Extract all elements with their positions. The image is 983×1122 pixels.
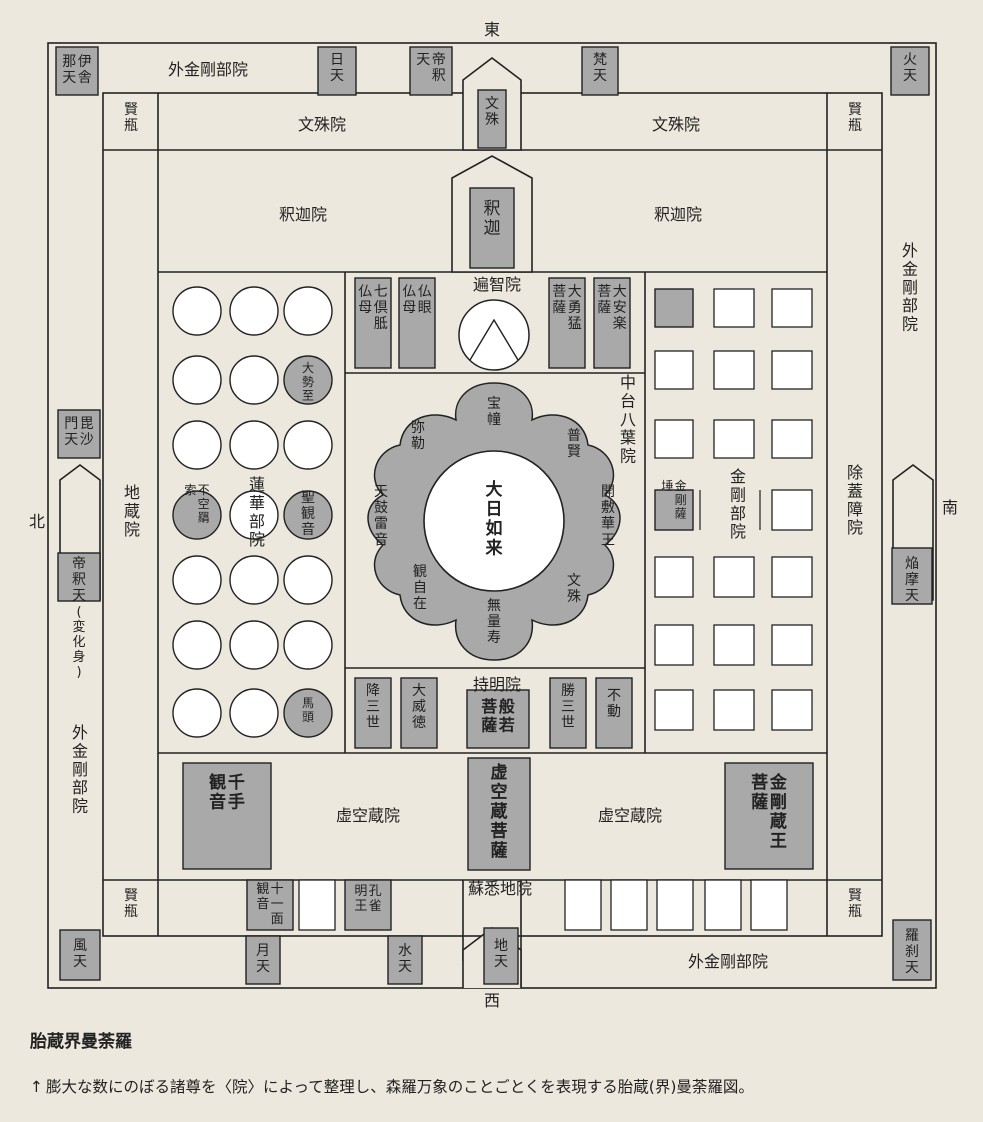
petal-muryoju: 無量寿 bbox=[487, 598, 501, 646]
deity-chiten: 地天 bbox=[494, 938, 508, 970]
deity-daiseishi: 大勢至 bbox=[302, 361, 314, 403]
deity-fudo: 不動 bbox=[607, 688, 621, 720]
deity-futen: 風天 bbox=[73, 938, 87, 970]
hall-outer-bottom: 外金剛部院 bbox=[688, 952, 768, 971]
deity-labels: 伊舎那天 日天 帝釈天 梵天 火天 文殊 釈迦 七倶胝仏母 仏眼仏母 大勇猛菩薩… bbox=[62, 52, 919, 976]
hall-kokuzo-left: 虚空蔵院 bbox=[336, 806, 400, 825]
hall-shaka-left: 釈迦院 bbox=[279, 205, 327, 224]
deity-butsugen: 仏眼仏母 bbox=[402, 284, 431, 316]
hall-jogaisho: 除蓋障院 bbox=[847, 463, 863, 537]
hall-outer-top: 外金剛部院 bbox=[168, 60, 248, 79]
deity-suiten: 水天 bbox=[398, 943, 412, 975]
hall-kokuzo-right: 虚空蔵院 bbox=[598, 806, 662, 825]
hall-renge: 蓮華部院 bbox=[249, 475, 265, 549]
hall-outer-left: 外金剛部院 bbox=[72, 723, 88, 816]
deity-juichimen: 十一面観音 bbox=[256, 882, 283, 927]
hall-jizo: 地蔵院 bbox=[124, 483, 140, 539]
deity-bonten: 梵天 bbox=[593, 52, 607, 84]
hall-outer-right: 外金剛部院 bbox=[902, 241, 918, 334]
deity-shaka: 釈迦 bbox=[484, 199, 501, 239]
deity-henge: (変化身) bbox=[72, 605, 85, 680]
deity-shozanze: 勝三世 bbox=[561, 683, 575, 731]
petal-fuken: 普賢 bbox=[567, 428, 581, 460]
petal-kanjizai: 観自在 bbox=[413, 563, 427, 612]
deity-hannya: 般若菩薩 bbox=[481, 697, 515, 734]
dir-north: 北 bbox=[29, 512, 45, 531]
vertical-labels: 外金剛部院 外金剛部院 地蔵院 除蓋障院 中台八葉院 蓮華部院 金剛部院 bbox=[72, 241, 918, 816]
deity-nichiten: 日天 bbox=[330, 52, 344, 84]
deity-kongozo: 金剛蔵王菩薩 bbox=[751, 772, 788, 852]
dir-west: 西 bbox=[484, 991, 500, 1010]
deity-shichikutei: 七倶胝仏母 bbox=[358, 284, 387, 332]
deity-nasen: 伊舎那天 bbox=[62, 54, 91, 86]
caption-title: 胎蔵界曼荼羅 bbox=[30, 1032, 132, 1052]
dir-south: 南 bbox=[942, 498, 958, 517]
deity-fukukenjaku: 不空羂索 bbox=[184, 483, 209, 525]
petal-kaifukeo: 開敷華王 bbox=[601, 484, 615, 548]
vase-ne: 賢瓶 bbox=[124, 102, 138, 134]
mandala-diagram: 東 西 北 南 外金剛部院 外金剛部院 文殊院 文殊院 釈迦院 釈迦院 虚空蔵院… bbox=[29, 20, 958, 1010]
petal-monju: 文殊 bbox=[567, 573, 581, 605]
deity-bishamon: 毘沙門天 bbox=[64, 416, 93, 448]
hall-henchi: 遍智院 bbox=[473, 275, 521, 294]
hall-chudai: 中台八葉院 bbox=[620, 373, 636, 466]
deity-katen: 火天 bbox=[903, 52, 917, 84]
deity-kongosatta: 金剛薩埵 bbox=[661, 478, 686, 521]
deity-daiyumo: 大勇猛菩薩 bbox=[552, 284, 581, 332]
petal-hodo: 宝幢 bbox=[487, 396, 501, 428]
hall-jimyo: 持明院 bbox=[473, 675, 521, 694]
vase-se: 賢瓶 bbox=[848, 102, 862, 134]
deity-daianraku: 大安楽菩薩 bbox=[597, 284, 626, 332]
deity-gatten: 月天 bbox=[256, 943, 270, 975]
caption-text: 膨大な数にのぼる諸尊を〈院〉によって整理し、森羅万象のことごとくを表現する胎蔵(… bbox=[46, 1078, 754, 1096]
deity-senju: 千手観音 bbox=[209, 772, 245, 813]
deity-taishaku-top: 帝釈天 bbox=[416, 52, 445, 84]
deity-shokannon: 聖観音 bbox=[301, 490, 315, 538]
deity-dainichi: 大日如来 bbox=[485, 479, 504, 559]
petal-miroku: 弥勒 bbox=[411, 419, 425, 452]
deity-taishaku-left: 帝釈天 bbox=[72, 556, 86, 604]
caption-description: ↑膨大な数にのぼる諸尊を〈院〉によって整理し、森羅万象のことごとくを表現する胎蔵… bbox=[30, 1075, 754, 1097]
deity-kujaku: 孔雀明王 bbox=[354, 884, 381, 914]
hall-monju-left: 文殊院 bbox=[298, 115, 346, 134]
vase-sw: 賢瓶 bbox=[848, 888, 862, 920]
deity-rasetsu: 羅刹天 bbox=[905, 928, 919, 976]
vase-nw: 賢瓶 bbox=[124, 888, 138, 920]
vase-labels: 賢瓶 賢瓶 賢瓶 賢瓶 bbox=[124, 102, 862, 920]
deity-bakutou: 馬頭 bbox=[302, 696, 314, 724]
deity-monju-gate: 文殊 bbox=[485, 96, 499, 128]
hall-soshitsuji: 蘇悉地院 bbox=[468, 879, 532, 898]
hall-monju-right: 文殊院 bbox=[652, 115, 700, 134]
deity-enma: 焔摩天 bbox=[905, 556, 919, 604]
hall-shaka-right: 釈迦院 bbox=[654, 205, 702, 224]
deity-gozanze: 降三世 bbox=[366, 683, 380, 731]
deity-daiitoku: 大威徳 bbox=[412, 683, 426, 731]
petal-tenkuraion: 天鼓雷音 bbox=[374, 484, 388, 548]
hall-kongo: 金剛部院 bbox=[730, 467, 746, 541]
dir-east: 東 bbox=[484, 20, 500, 39]
deity-kokuzo: 虚空蔵菩薩 bbox=[491, 763, 508, 861]
eight-petal-lotus bbox=[367, 382, 621, 661]
arrow-up-icon: ↑ bbox=[30, 1078, 43, 1096]
